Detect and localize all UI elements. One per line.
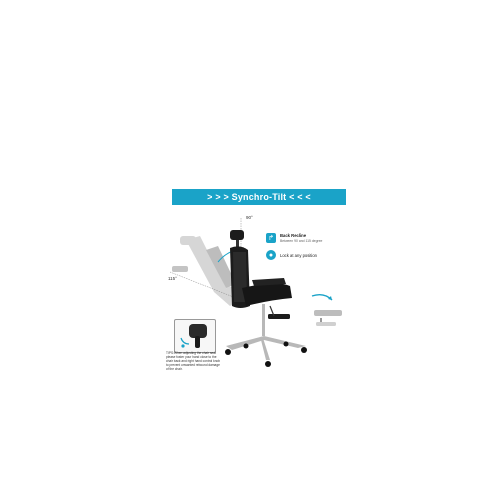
lock-icon: ● [266,250,276,260]
recline-angle-line [169,271,242,301]
banner-title: > > > Synchro-Tilt < < < [207,192,311,202]
feature-back-recline-subtitle: Between 90 and 115 degree [280,239,323,243]
chair-illustration [169,218,342,367]
upright-angle-label: 90° [246,215,253,220]
tips-text: TIPS:When adjusting the chair seat pleas… [166,351,221,372]
product-image-card: > > > Synchro-Tilt < < < ↱ Back Recline … [166,188,346,400]
recline-icon: ↱ [266,233,276,243]
adjustment-knob-inset [174,319,216,353]
knob-detail-icon [180,324,207,348]
recline-angle-label: 115° [168,276,177,281]
synchro-tilt-banner: > > > Synchro-Tilt < < < [172,189,346,205]
footrest-pad [314,310,342,316]
feature-back-recline-title: Back Recline [280,233,307,238]
feature-lock-title: Lock at any position [280,253,318,258]
upright-chair [225,230,307,367]
